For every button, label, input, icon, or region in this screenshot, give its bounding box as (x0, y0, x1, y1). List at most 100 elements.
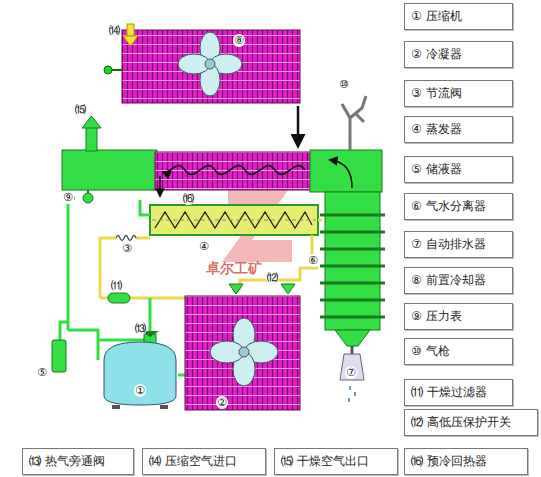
legend-box: ⑥ 气水分离器 (404, 193, 513, 220)
pressure-switches (281, 284, 295, 294)
condenser-fan (239, 347, 249, 357)
watermark: 卓尔工矿 (205, 262, 263, 275)
fan (205, 59, 215, 69)
callout-number: ⑿ (266, 271, 279, 284)
refrigerant-pipes (140, 200, 150, 215)
flow-arrow (298, 106, 299, 146)
callout-number: ⑦ (345, 366, 357, 379)
callout-number: ④ (198, 240, 210, 253)
separator (351, 346, 354, 354)
auto-drain (349, 386, 355, 402)
callout-number: ⑤ (36, 366, 48, 379)
main-pipe (310, 150, 382, 192)
callout-number: ② (216, 396, 228, 409)
callout-number: ⒁ (108, 24, 121, 37)
evaporator-precooler (150, 205, 318, 235)
pressure-switches (229, 284, 243, 294)
condenser (185, 296, 300, 410)
pressure-switches (229, 284, 295, 294)
outlet-arrow (82, 116, 101, 128)
outlet-arrow (82, 116, 101, 151)
refrigerant-pipes (178, 374, 185, 377)
callout-number: ⑧ (233, 34, 245, 47)
compressor (112, 405, 120, 409)
legend-box: ⑤ 储液器 (404, 156, 513, 183)
callout-number: ① (134, 384, 146, 397)
callout-number: ⑨ (62, 191, 74, 204)
refrigerant-pipes (60, 322, 68, 340)
legend-text: ⑧ 前置冷却器 (411, 272, 486, 289)
legend-text: ⒃ 预冷回热器 (411, 453, 487, 470)
legend-text: ② 冷凝器 (411, 46, 462, 63)
capillary-throttle (116, 236, 136, 241)
pressure-gauge (68, 198, 75, 330)
legend-text: ⑨ 压力表 (411, 308, 462, 325)
auto-drain (340, 354, 364, 402)
legend-box: ⑧ 前置冷却器 (404, 267, 513, 294)
separator (325, 192, 380, 330)
capillary-throttle (136, 237, 150, 240)
callout-number: ⒂ (74, 103, 87, 116)
legend-text: ③ 节流阀 (411, 85, 462, 102)
pressure-gauge (83, 193, 93, 203)
legend-text: ⑤ 储液器 (411, 161, 462, 178)
main-pipe (155, 152, 312, 190)
legend-text: ⑥ 气水分离器 (411, 198, 486, 215)
callout-number: ⑥ (307, 254, 319, 267)
compressor (104, 342, 176, 405)
legend-text: ④ 蒸发器 (411, 121, 462, 138)
legend-text: ⑩ 气枪 (411, 343, 450, 360)
legend-text: ⒁ 压缩空气进口 (149, 453, 237, 470)
pressure-gauge (68, 190, 93, 330)
callout-number: ⑩ (338, 78, 350, 91)
callout-number: ⒀ (134, 322, 147, 335)
legend-text: ⒂ 干燥空气出口 (281, 453, 369, 470)
precooler-top (104, 66, 112, 74)
receiver (52, 340, 66, 372)
legend-text: ⒀ 热气旁通阀 (29, 453, 105, 470)
legend-box: ① 压缩机 (404, 3, 513, 30)
main-pipe (62, 150, 382, 196)
refrigerant-pipes (240, 220, 322, 290)
legend-box: ⑨ 压力表 (404, 303, 513, 330)
main-pipe (330, 160, 352, 188)
flow-arrow (297, 106, 300, 146)
legend-box: ⑿ 高低压保护开关 (404, 409, 538, 436)
refrigerant-pipes (68, 330, 98, 360)
evaporator-precooler (150, 205, 318, 235)
separator (320, 192, 385, 354)
separator (335, 330, 370, 346)
precooler-top (104, 30, 300, 103)
condenser (185, 296, 300, 410)
air-gun (342, 96, 366, 150)
auto-drain (340, 354, 364, 380)
legend-box: ⒂ 干燥空气出口 (274, 448, 398, 475)
refrigerant-pipes (98, 298, 150, 340)
compressor (104, 342, 176, 409)
filter-drier (108, 293, 130, 303)
receiver (52, 340, 66, 372)
legend-box: ⑦ 自动排水器 (404, 231, 513, 258)
evaporator-precooler (152, 220, 316, 221)
inlet-arrow (127, 24, 134, 36)
condenser-fan (210, 318, 278, 386)
filter-drier (108, 293, 130, 303)
legend-text: ⑾ 干燥过滤器 (411, 384, 487, 401)
precooler-top (112, 69, 122, 71)
legend-box: ⑩ 气枪 (404, 338, 513, 365)
legend-text: ⑿ 高低压保护开关 (411, 414, 511, 431)
capillary-throttle (100, 236, 150, 299)
legend-box: ③ 节流阀 (404, 80, 513, 107)
legend-box: ⑾ 干燥过滤器 (404, 379, 513, 406)
main-pipe (163, 166, 305, 175)
legend-box: ⒀ 热气旁通阀 (22, 448, 134, 475)
legend-box: ② 冷凝器 (404, 41, 513, 68)
inlet-arrow (123, 36, 138, 46)
legend-text: ① 压缩机 (411, 8, 462, 25)
legend-box: ⒃ 预冷回热器 (404, 448, 528, 475)
main-pipe (159, 176, 161, 196)
legend-text: ⑦ 自动排水器 (411, 236, 486, 253)
inlet-arrow (123, 24, 138, 46)
compressor (160, 405, 168, 409)
